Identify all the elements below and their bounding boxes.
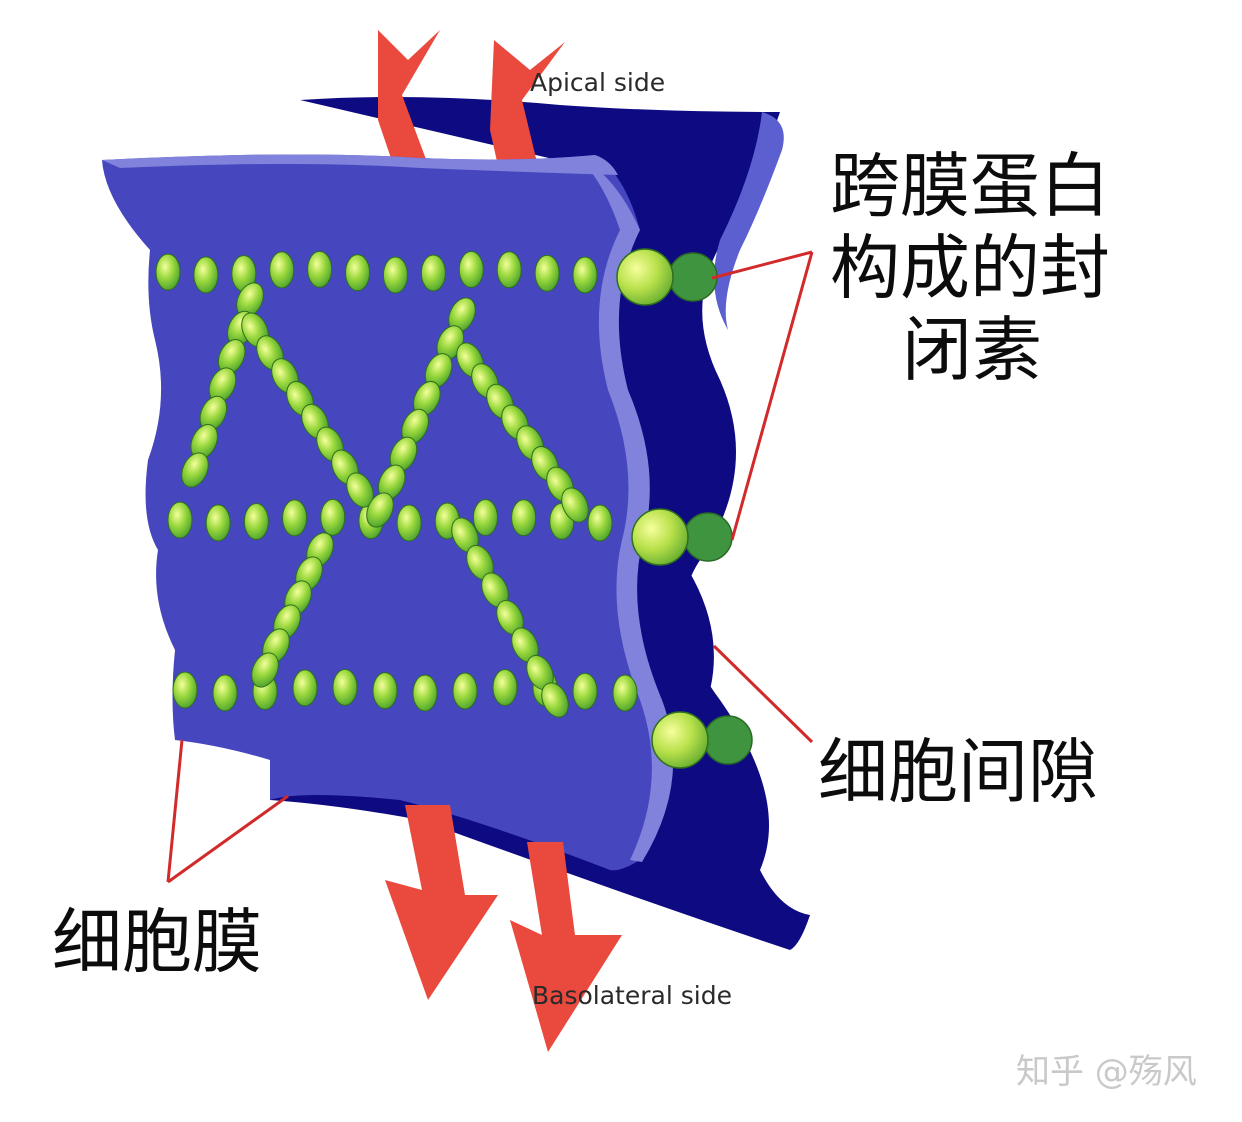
protein-bead <box>534 254 560 292</box>
protein-bead <box>292 669 318 707</box>
protein-bead <box>155 253 181 291</box>
protein-bead <box>243 503 269 541</box>
claudin-label-line-1: 跨膜蛋白 <box>830 145 1110 227</box>
protein-bead <box>612 674 638 712</box>
protein-bead <box>181 452 209 488</box>
protein-bead <box>511 499 537 537</box>
protein-bead <box>205 504 231 542</box>
protein-bead <box>572 256 598 294</box>
protein-bead <box>541 682 569 718</box>
protein-bead <box>572 672 598 710</box>
apical-arrow-right <box>490 40 565 175</box>
membrane-callout-line-2 <box>167 794 289 884</box>
protein-bead <box>420 254 446 292</box>
basolateral-arrow-right <box>510 842 622 1052</box>
cell-membrane-label: 细胞膜 <box>52 901 262 983</box>
intercellular-space-label: 细胞间隙 <box>818 731 1098 813</box>
claudin-label-line-2: 构成的封 <box>830 227 1110 309</box>
protein-bead <box>167 501 193 539</box>
claudin-strands <box>155 250 638 718</box>
claudin-label-line-3: 闭素 <box>902 309 1042 391</box>
protein-bead <box>561 487 589 523</box>
gap-callout-line <box>712 644 814 744</box>
basolateral-side-label: Basolateral side <box>532 981 732 1010</box>
protein-bead <box>269 251 295 289</box>
basolateral-arrows <box>385 805 622 1052</box>
junction-protein-pair <box>651 711 753 769</box>
protein-bead <box>372 672 398 710</box>
intercellular-gap-lower <box>671 560 714 720</box>
protein-bead <box>452 672 478 710</box>
protein-bead <box>496 251 522 289</box>
protein-bead <box>366 492 394 528</box>
protein-bead <box>396 504 422 542</box>
protein-bead <box>587 504 613 542</box>
intercellular-gap-upper <box>648 300 697 515</box>
protein-bead <box>332 668 358 706</box>
junction-protein-pair <box>631 508 733 566</box>
apical-arrow-left <box>378 30 440 170</box>
apical-arrows <box>378 30 565 175</box>
protein-bead <box>282 499 308 537</box>
protein-bead <box>307 250 333 288</box>
watermark: 知乎 @殇风 <box>1016 1052 1197 1092</box>
protein-bead <box>382 256 408 294</box>
protein-bead <box>193 256 219 294</box>
protein-bead <box>212 674 238 712</box>
callout-lines <box>166 250 814 884</box>
back-edge-highlight <box>714 112 784 330</box>
claudin-label: 跨膜蛋白 构成的封 闭素 <box>830 145 1110 391</box>
protein-bead <box>345 254 371 292</box>
protein-bead <box>346 472 374 508</box>
basolateral-arrow-left <box>385 805 498 1000</box>
protein-bead <box>412 674 438 712</box>
membrane-callout-line-1 <box>166 739 184 883</box>
claudin-callout-line-2 <box>730 251 814 541</box>
membrane-top-highlight <box>102 154 618 175</box>
protein-bead <box>251 652 279 688</box>
protein-bead <box>472 499 498 537</box>
claudin-callout-line-1 <box>711 250 813 280</box>
membrane-edge-highlight <box>580 158 674 862</box>
protein-bead <box>492 669 518 707</box>
protein-bead <box>172 671 198 709</box>
protein-bead <box>320 498 346 536</box>
apical-side-label: Apical side <box>530 68 665 97</box>
protein-bead <box>458 251 484 289</box>
